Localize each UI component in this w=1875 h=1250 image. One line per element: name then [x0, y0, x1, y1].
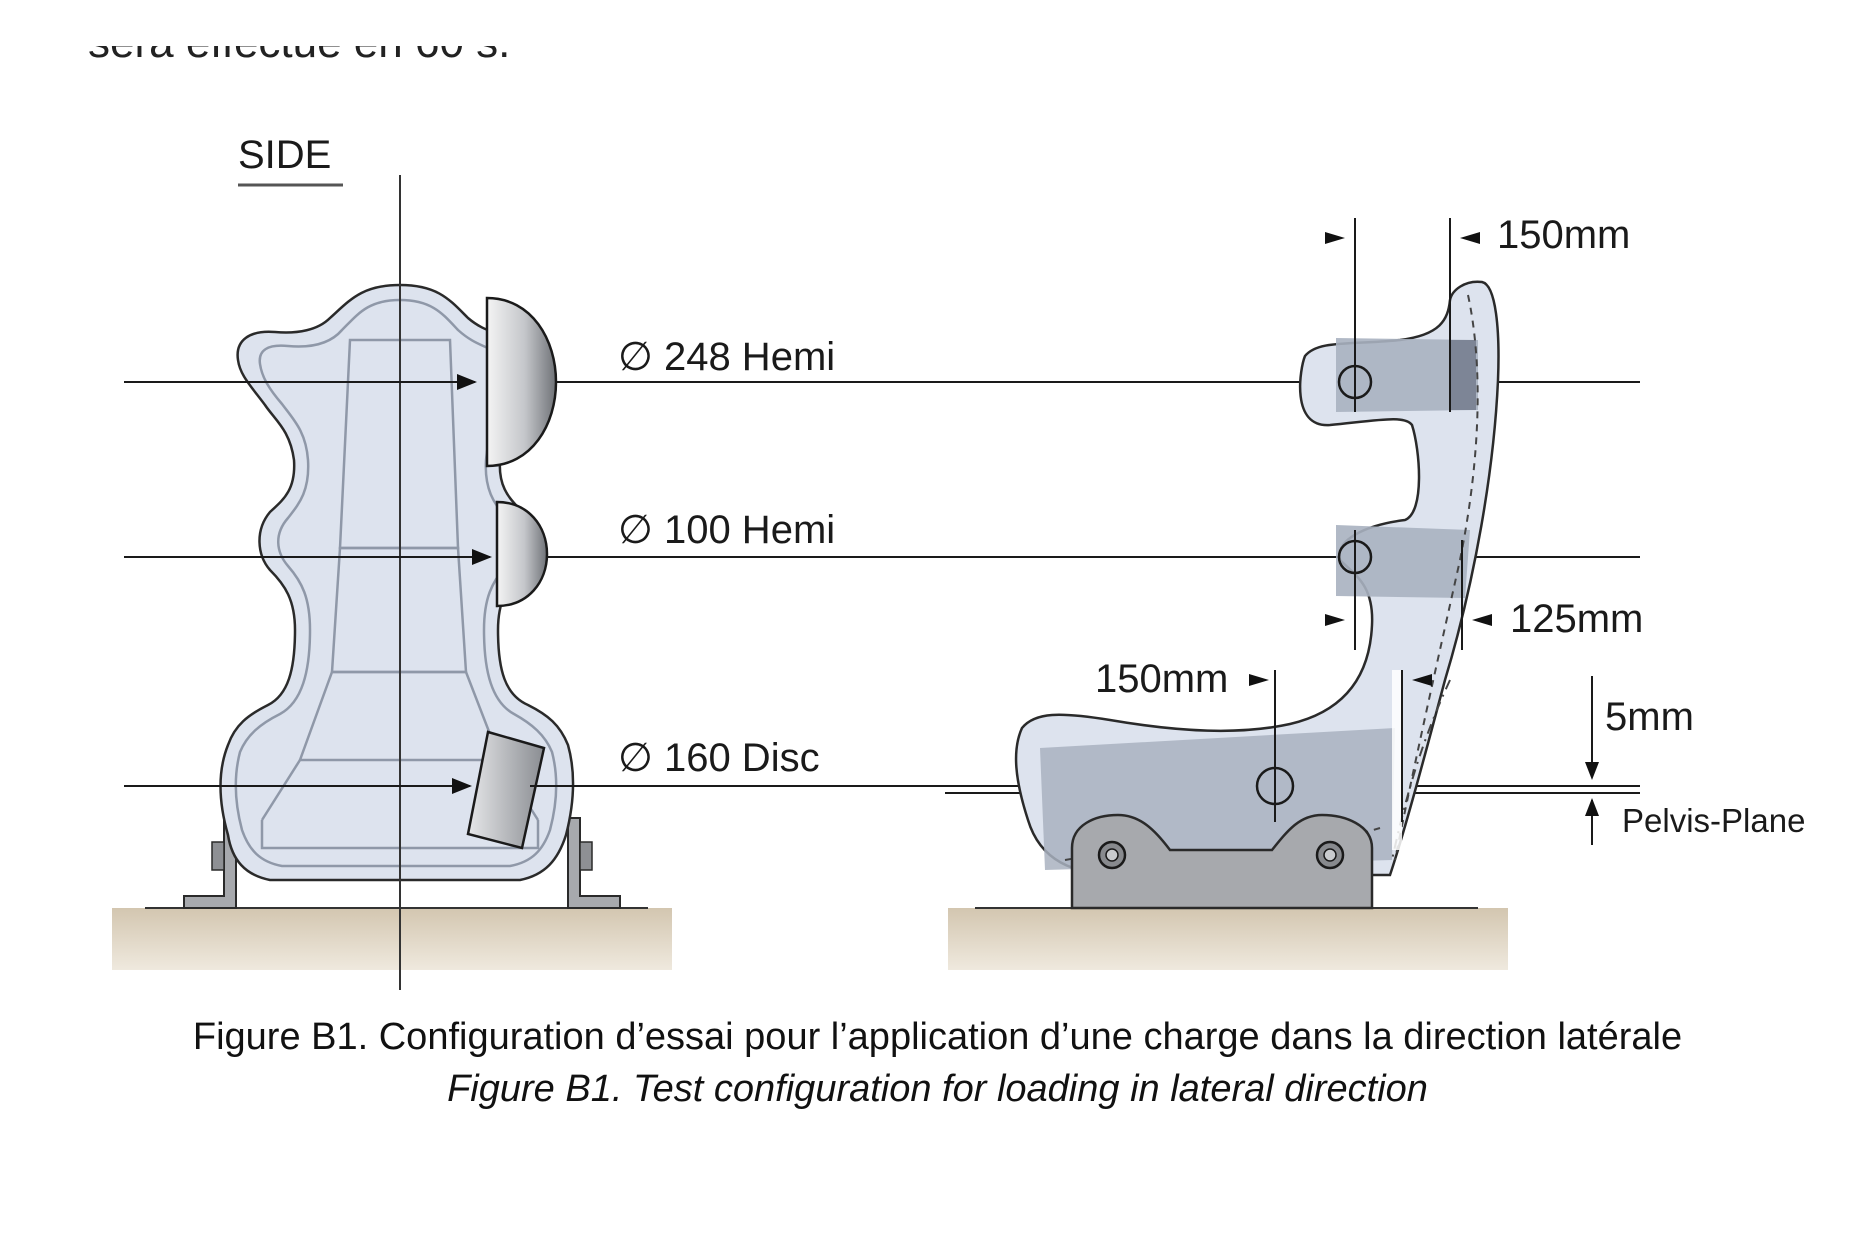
profile-view [948, 218, 1599, 970]
disc-160-device [466, 730, 546, 850]
seat-mounting-rail [1070, 813, 1374, 910]
caption-english: Figure B1. Test configuration for loadin… [447, 1068, 1428, 1110]
hemi-100-device [495, 500, 549, 608]
floor-left [112, 908, 672, 970]
middle-load-zone [1336, 525, 1470, 598]
caption-french: Figure B1. Configuration d’essai pour l’… [192, 1016, 1683, 1058]
label-dim-5: 5mm [1605, 695, 1694, 739]
hemi-248-device [485, 296, 558, 468]
label-dim-125: 125mm [1510, 597, 1643, 641]
label-dim-150-seat: 150mm [1095, 657, 1228, 701]
cropped-preceding-text: sera effectué en 60 s. [88, 18, 511, 67]
label-dim-150-top: 150mm [1497, 213, 1630, 257]
upper-load-zone [1336, 338, 1478, 412]
seat-outline-profile [1014, 280, 1500, 877]
side-view [112, 175, 672, 990]
label-pelvis-plane: Pelvis-Plane [1622, 802, 1805, 839]
label-hemi-100: ∅ 100 Hemi [618, 508, 835, 552]
bracket-right [567, 817, 621, 909]
label-side: SIDE [238, 133, 331, 177]
label-hemi-248: ∅ 248 Hemi [618, 335, 835, 379]
label-disc-160: ∅ 160 Disc [618, 736, 820, 780]
floor-right [948, 908, 1508, 970]
